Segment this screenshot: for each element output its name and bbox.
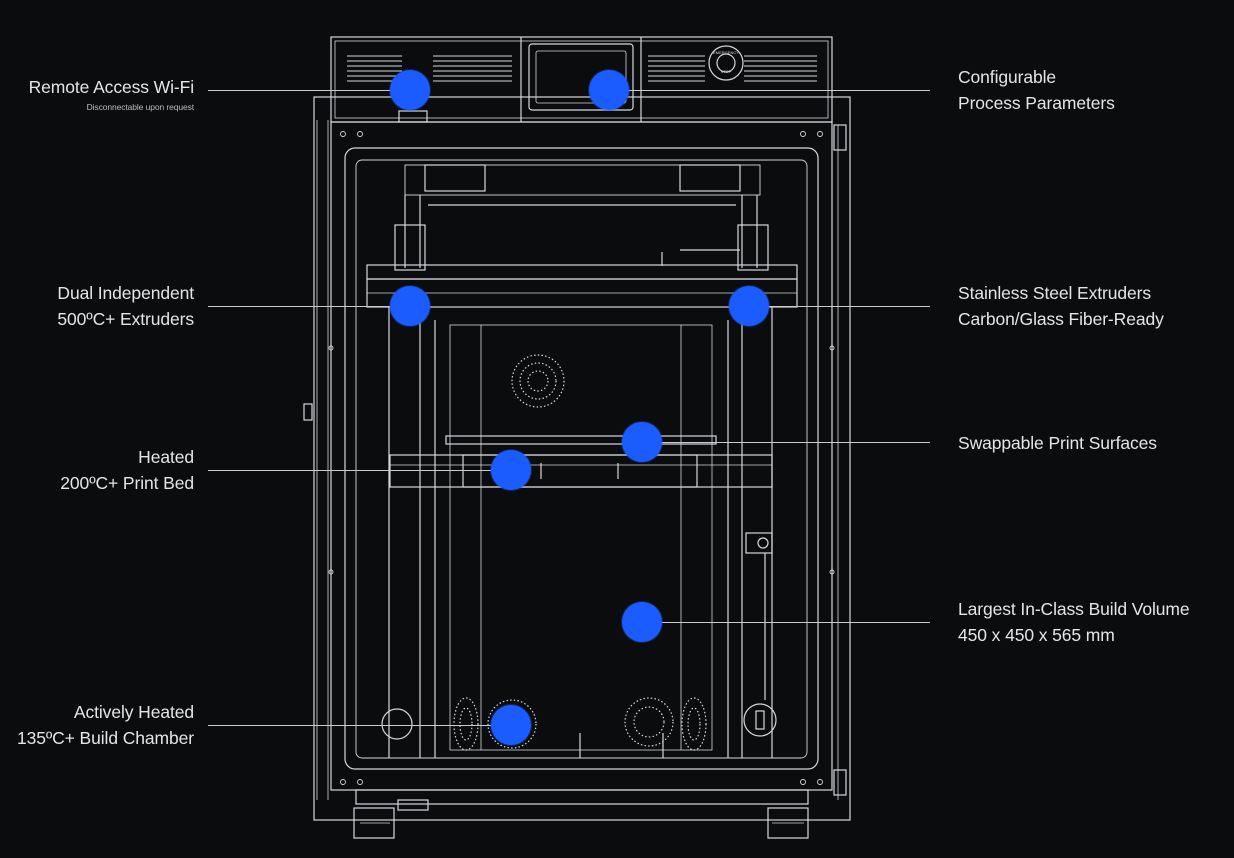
label-build-volume: Largest In-Class Build Volume 450 x 450 … bbox=[958, 596, 1190, 648]
hotspot-steel-extruders[interactable] bbox=[729, 286, 769, 326]
build-volume-line1: Largest In-Class Build Volume bbox=[958, 599, 1190, 619]
label-remote-access: Remote Access Wi-Fi Disconnectable upon … bbox=[29, 74, 194, 114]
print-surfaces-line1: Swappable Print Surfaces bbox=[958, 433, 1157, 453]
heated-bed-line2: 200ºC+ Print Bed bbox=[60, 473, 194, 493]
build-chamber-line1: Actively Heated bbox=[73, 702, 194, 722]
steel-extruders-line1: Stainless Steel Extruders bbox=[958, 283, 1152, 303]
emergency-stop-text-1: EMERGENCY bbox=[713, 50, 739, 55]
hotspot-process-params[interactable] bbox=[589, 70, 629, 110]
build-chamber-line2: 135ºC+ Build Chamber bbox=[16, 728, 194, 748]
remote-access-note: Disconnectable upon request bbox=[86, 102, 195, 112]
leader-line-build-volume bbox=[642, 622, 930, 623]
label-build-chamber: Actively Heated 135ºC+ Build Chamber bbox=[17, 699, 194, 751]
dual-extruders-line2: 500ºC+ Extruders bbox=[57, 309, 194, 329]
emergency-stop-text-2: STOP bbox=[720, 69, 732, 74]
leader-line-build-chamber bbox=[208, 725, 511, 726]
leader-line-process-params bbox=[609, 90, 930, 91]
hotspot-remote-access[interactable] bbox=[390, 70, 430, 110]
remote-access-title: Remote Access Wi-Fi bbox=[28, 77, 194, 97]
build-volume-line2: 450 x 450 x 565 mm bbox=[958, 625, 1115, 645]
label-steel-extruders: Stainless Steel Extruders Carbon/Glass F… bbox=[958, 280, 1164, 332]
process-params-line2: Process Parameters bbox=[958, 93, 1115, 113]
hotspot-build-volume[interactable] bbox=[622, 602, 662, 642]
steel-extruders-line2: Carbon/Glass Fiber-Ready bbox=[958, 309, 1164, 329]
hotspot-heated-bed[interactable] bbox=[491, 450, 531, 490]
leader-line-heated-bed bbox=[208, 470, 511, 471]
leader-line-remote-access bbox=[208, 90, 410, 91]
dual-extruders-line1: Dual Independent bbox=[57, 283, 194, 303]
label-heated-bed: Heated 200ºC+ Print Bed bbox=[60, 444, 194, 496]
emergency-stop-button: EMERGENCY STOP bbox=[709, 50, 743, 74]
hotspot-print-surfaces[interactable] bbox=[622, 422, 662, 462]
label-process-params: Configurable Process Parameters bbox=[958, 64, 1115, 116]
leader-line-steel-extruders bbox=[749, 306, 930, 307]
hotspot-build-chamber[interactable] bbox=[491, 705, 531, 745]
leader-line-print-surfaces bbox=[642, 442, 930, 443]
heated-bed-line1: Heated bbox=[138, 447, 194, 467]
process-params-line1: Configurable bbox=[958, 67, 1057, 87]
label-print-surfaces: Swappable Print Surfaces bbox=[958, 430, 1157, 456]
leader-line-dual-extruders bbox=[208, 306, 410, 307]
hotspot-dual-extruders[interactable] bbox=[390, 286, 430, 326]
label-dual-extruders: Dual Independent 500ºC+ Extruders bbox=[57, 280, 194, 332]
